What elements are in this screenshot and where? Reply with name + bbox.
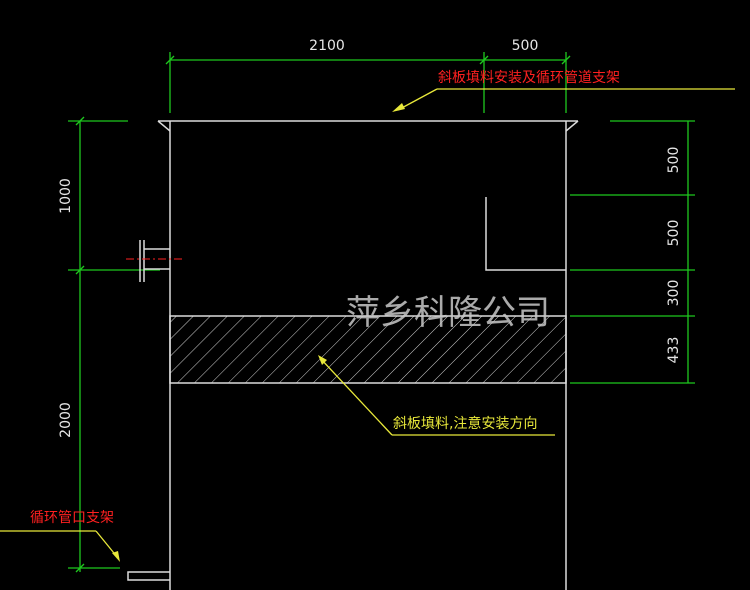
- top-leader: 斜板填料安装及循环管道支架: [392, 70, 735, 112]
- middle-label: 斜板填料,注意安装方向: [393, 415, 537, 432]
- top-label: 斜板填料安装及循环管道支架: [438, 70, 620, 86]
- inclined-plate-media: [169, 315, 567, 384]
- side-nozzle: [126, 240, 184, 282]
- bottom-label: 循环管口支架: [30, 510, 114, 526]
- dim-300: 300: [666, 280, 682, 307]
- bottom-leader: 循环管口支架: [0, 510, 120, 562]
- dim-500-top: 500: [512, 38, 539, 54]
- dim-2100: 2100: [309, 38, 345, 54]
- right-dimension: 500 500 300 433: [570, 120, 695, 384]
- top-dimension: 2100 500: [165, 38, 571, 113]
- left-dimension: 1000 2000: [58, 116, 160, 573]
- dim-433: 433: [666, 337, 682, 364]
- pipe-support-bracket: [127, 571, 170, 581]
- dim-500-b: 500: [666, 220, 682, 247]
- dim-2000: 2000: [58, 402, 74, 438]
- middle-leader: 斜板填料,注意安装方向: [318, 355, 555, 436]
- dim-1000: 1000: [58, 178, 74, 214]
- watermark: 萍乡科隆公司: [346, 293, 550, 333]
- dim-500-a: 500: [666, 147, 682, 174]
